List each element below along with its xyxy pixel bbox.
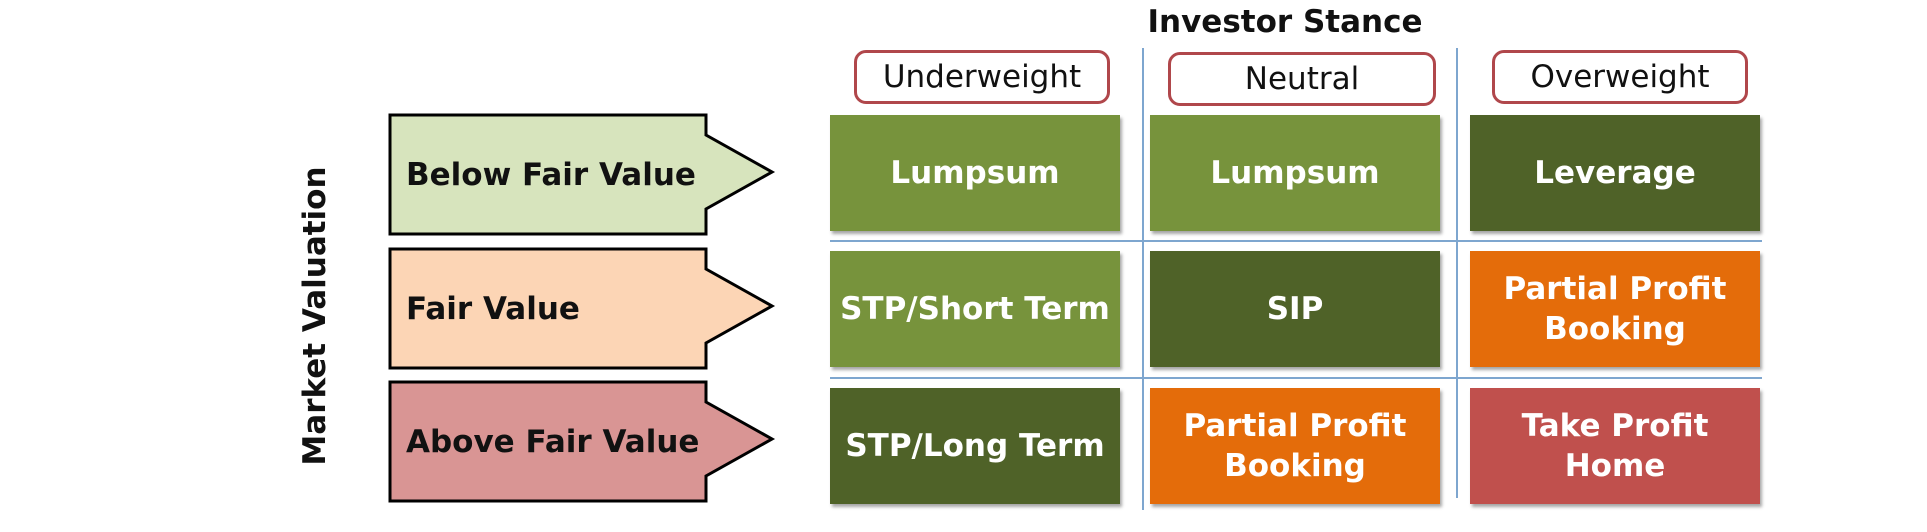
row-label-fair-value: Fair Value <box>406 291 580 327</box>
column-header-overweight: Overweight <box>1492 50 1748 104</box>
row-arrow-shape <box>388 247 776 370</box>
cell-above-overweight: Take Profit Home <box>1470 388 1760 504</box>
row-label-above-fair-value: Above Fair Value <box>406 424 700 460</box>
arrow-polygon <box>388 380 776 503</box>
column-header-neutral: Neutral <box>1168 52 1436 106</box>
diagram-title: Investor Stance <box>1147 4 1423 40</box>
arrow-polygon <box>388 247 776 370</box>
cell-fair-neutral: SIP <box>1150 251 1440 367</box>
cell-above-underweight: STP/Long Term <box>830 388 1120 504</box>
arrow-polygon <box>388 113 776 236</box>
grid-line-horizontal-2 <box>830 377 1762 379</box>
cell-fair-underweight: STP/Short Term <box>830 251 1120 367</box>
cell-above-neutral: Partial Profit Booking <box>1150 388 1440 504</box>
row-label-below-fair-value: Below Fair Value <box>406 157 696 193</box>
cell-below-underweight: Lumpsum <box>830 115 1120 231</box>
grid-line-vertical-2 <box>1456 48 1458 498</box>
cell-fair-overweight: Partial Profit Booking <box>1470 251 1760 367</box>
cell-below-overweight: Leverage <box>1470 115 1760 231</box>
y-axis-label: Market Valuation <box>297 166 333 466</box>
column-header-underweight: Underweight <box>854 50 1110 104</box>
cell-below-neutral: Lumpsum <box>1150 115 1440 231</box>
grid-line-horizontal-1 <box>830 240 1762 242</box>
row-arrow-shape <box>388 113 776 236</box>
row-arrow-shape <box>388 380 776 503</box>
grid-line-vertical-1 <box>1142 48 1144 510</box>
